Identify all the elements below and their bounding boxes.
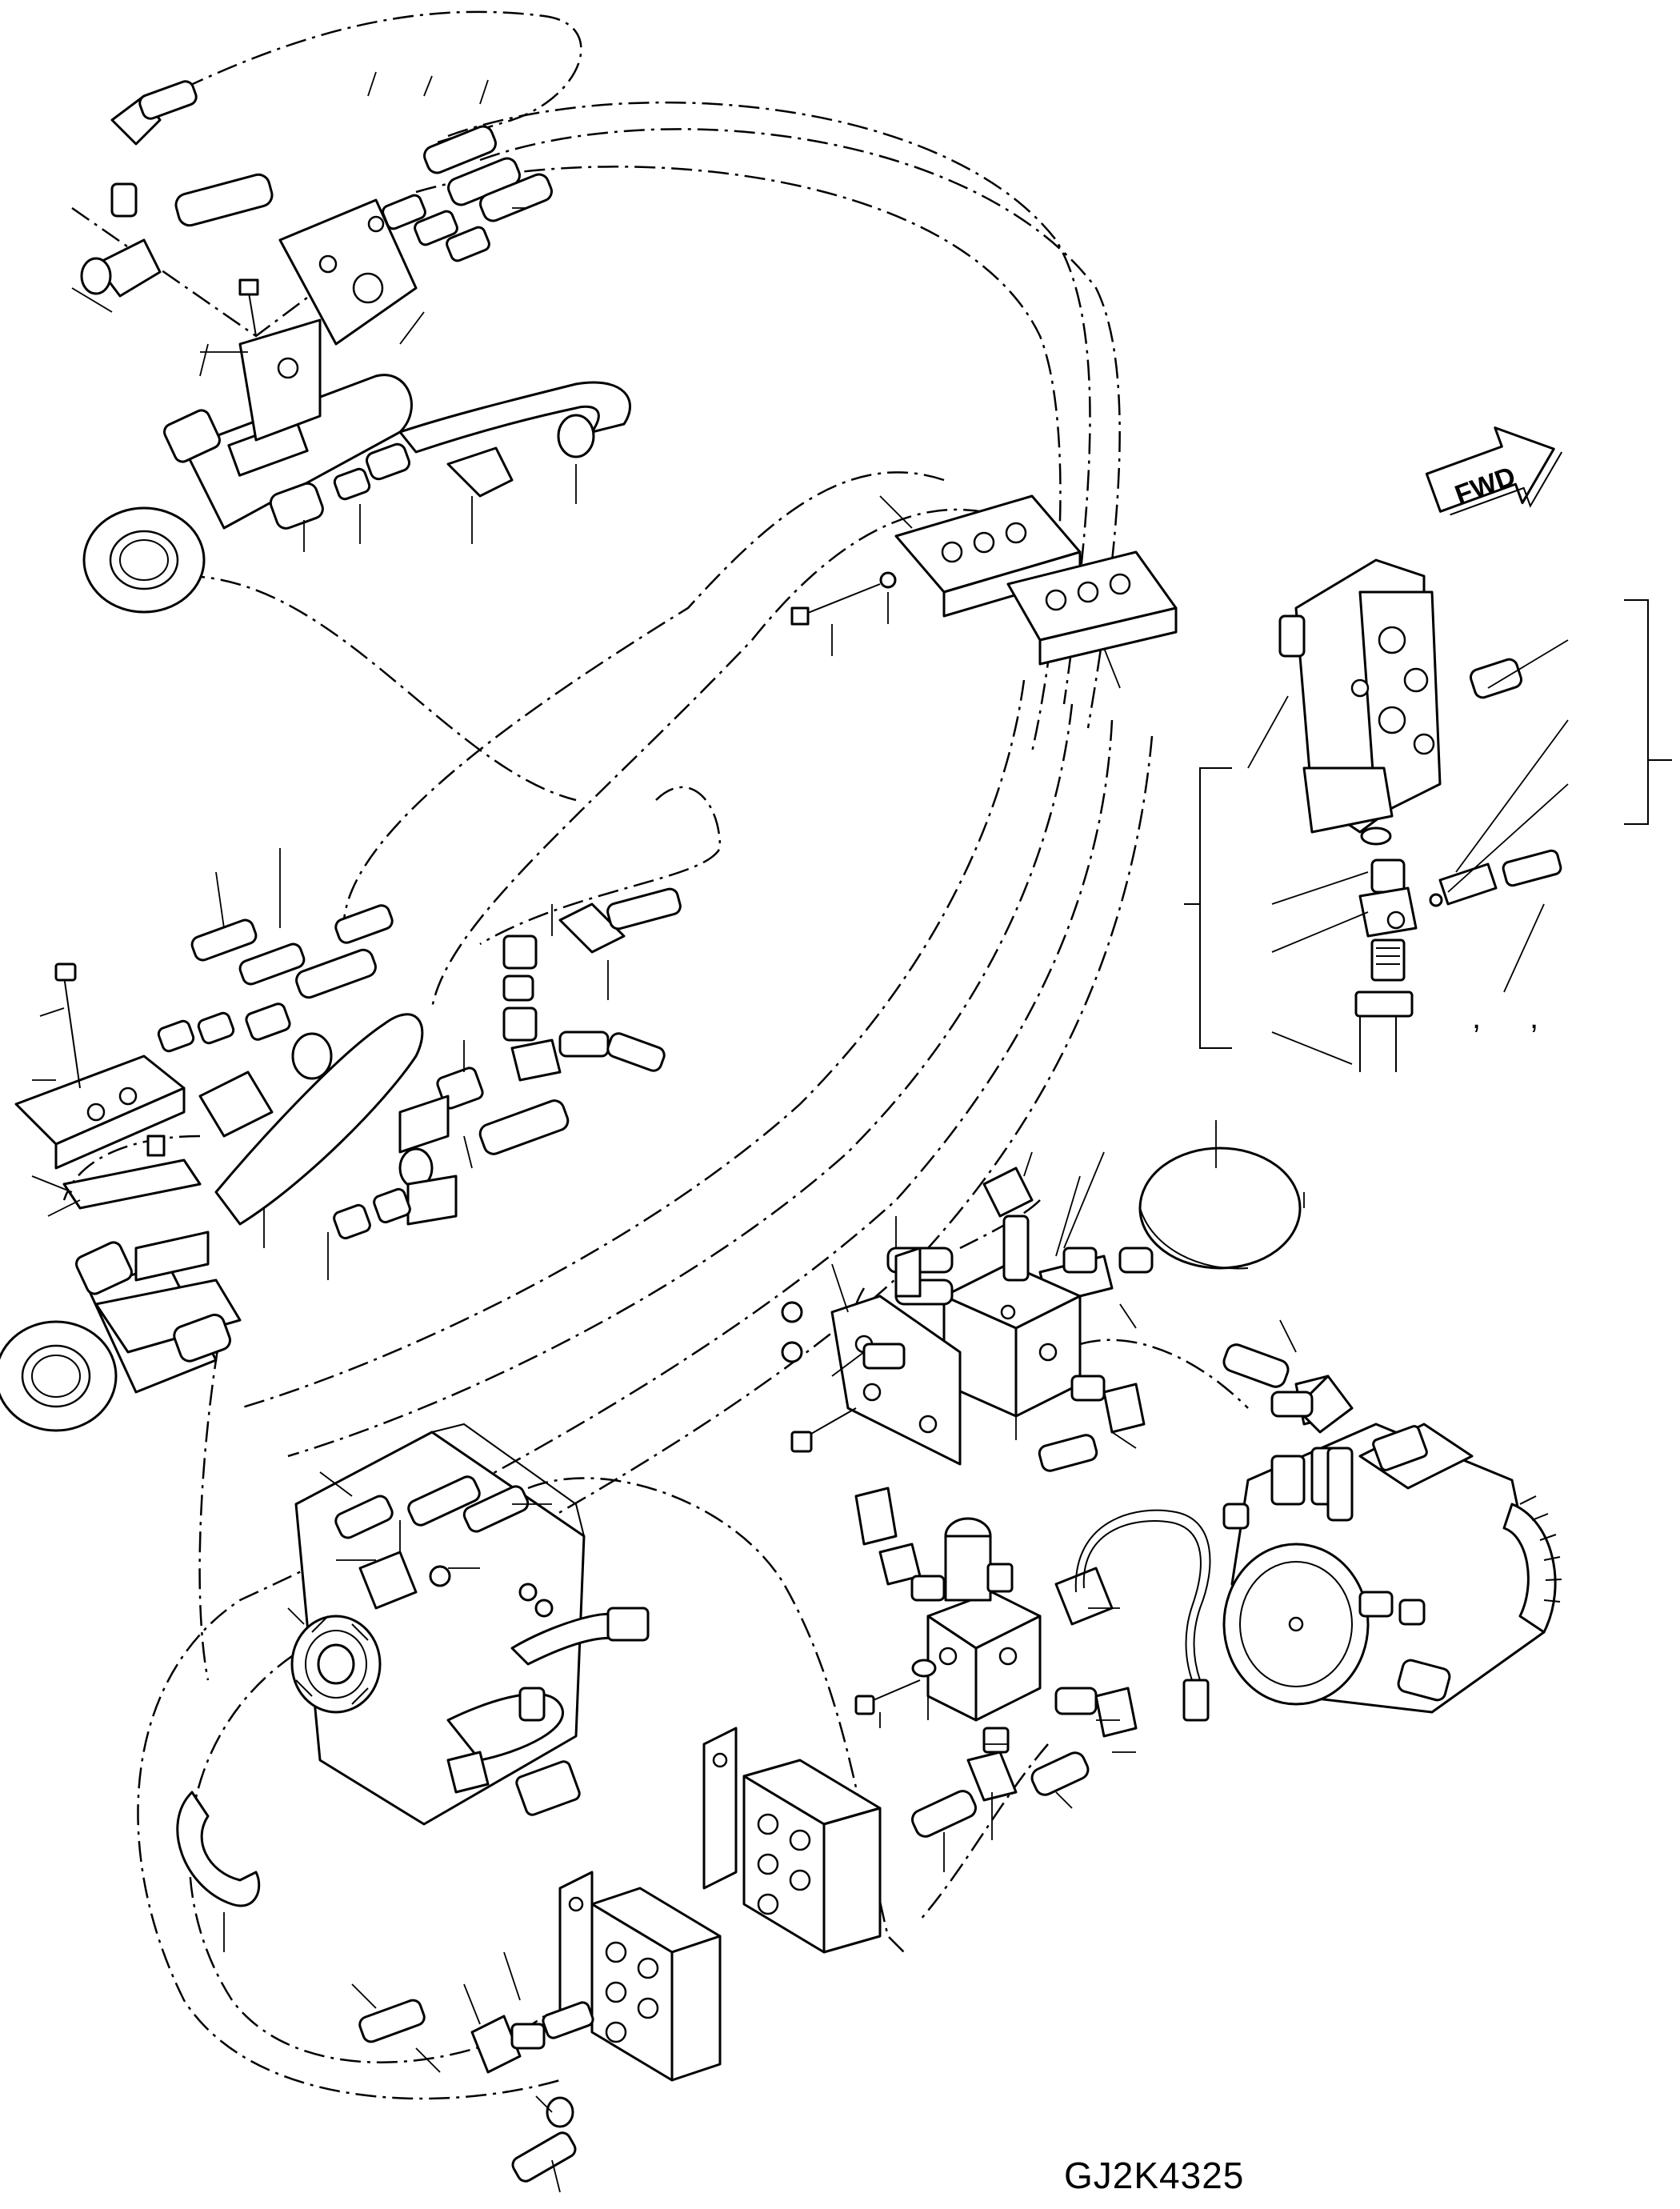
oil-tank — [287, 1423, 650, 1826]
detail-comma-2: , — [1530, 1000, 1538, 1035]
clip-ring — [176, 1791, 261, 1952]
control-valve-detail: , , — [1184, 558, 1672, 1072]
solenoid-valve — [854, 1487, 1211, 1872]
accumulator-assembly — [781, 1120, 1338, 1472]
lower-cylinder-assembly — [0, 848, 682, 1432]
lower-hose-clamp-blocks — [351, 1727, 882, 2193]
hydraulic-pump — [1222, 1375, 1562, 1714]
detail-comma-1: , — [1472, 1000, 1481, 1035]
upper-cylinder-assembly — [71, 71, 631, 614]
forward-direction-marker: FWD — [1425, 426, 1563, 516]
top-hose-clamp-blocks — [790, 494, 1178, 689]
arrow-right-icon — [1425, 426, 1563, 516]
drawing-code: GJ2K4325 — [1064, 2155, 1244, 2196]
